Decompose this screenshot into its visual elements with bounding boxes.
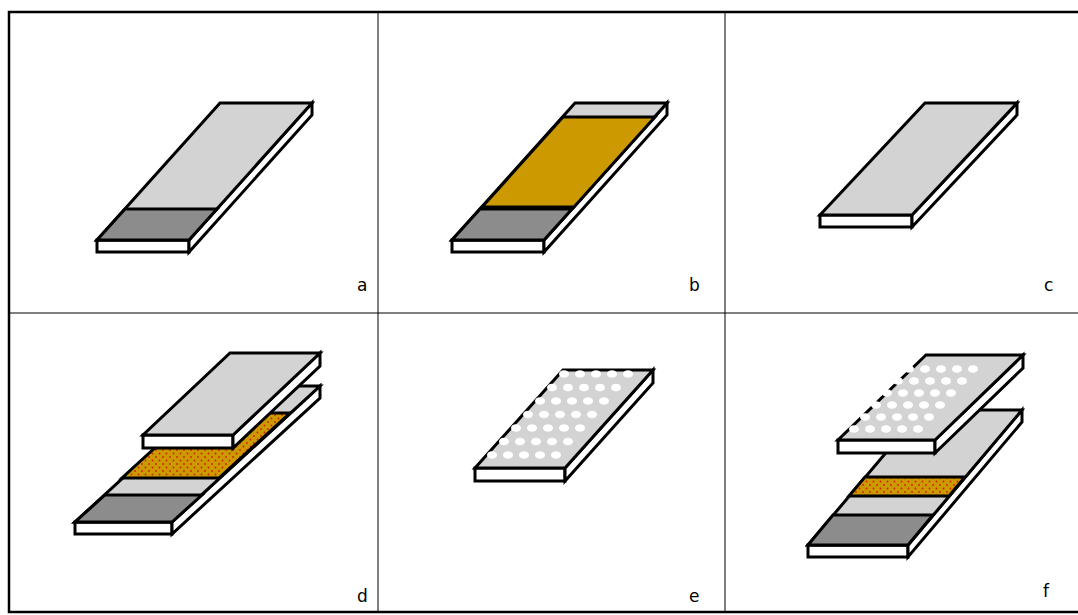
panel-letter: d — [357, 588, 368, 605]
panel-letter: b — [689, 277, 700, 294]
slide-holes — [487, 370, 633, 459]
slide-c — [820, 103, 1017, 227]
slide-e — [475, 370, 653, 481]
panel-grid — [9, 12, 1078, 612]
slide-d — [75, 353, 320, 534]
slide-b — [452, 103, 667, 252]
panel-letter: a — [357, 277, 367, 294]
slide-f — [808, 355, 1023, 557]
panel-letter: f — [1043, 583, 1049, 600]
panel-letter: c — [1044, 277, 1053, 294]
slide-holes — [849, 365, 978, 433]
slide-a — [97, 103, 312, 252]
panel-letter: e — [689, 588, 699, 605]
